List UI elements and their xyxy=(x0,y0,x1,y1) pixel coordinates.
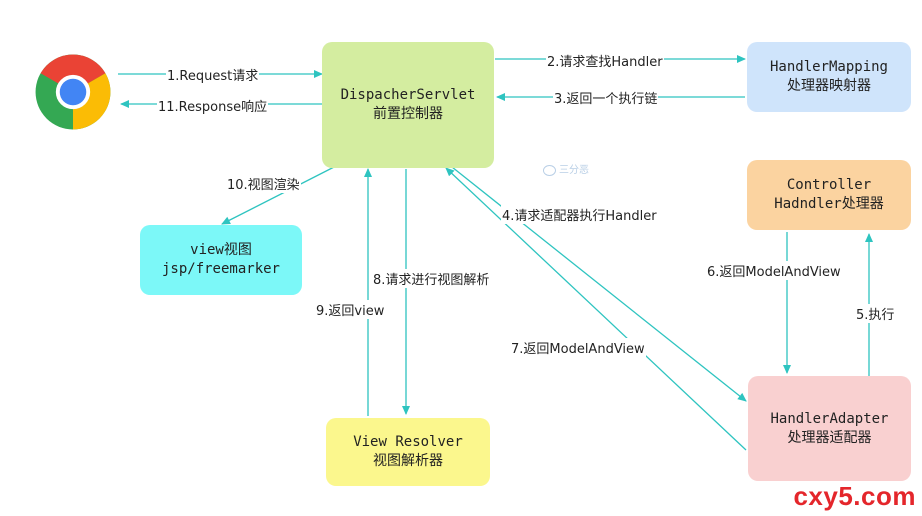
view-jsp-name: view视图 xyxy=(190,242,252,259)
watermark: 三分恶 xyxy=(543,161,589,176)
handler-adapter-name: HandlerAdapter xyxy=(770,410,889,427)
label-7-return-mav: 7.返回ModelAndView xyxy=(510,338,646,357)
label-1-request: 1.Request请求 xyxy=(166,65,260,84)
label-4-adapter-exec: 4.请求适配器执行Handler xyxy=(501,205,658,224)
watermark-text: 三分恶 xyxy=(559,165,589,176)
dispatcher-servlet-box: DispacherServlet 前置控制器 xyxy=(322,42,494,168)
dispatcher-servlet-desc: 前置控制器 xyxy=(373,106,443,122)
handler-adapter-desc: 处理器适配器 xyxy=(787,429,872,446)
label-2-find-handler: 2.请求查找Handler xyxy=(546,51,664,70)
controller-name: Controller xyxy=(786,177,872,194)
watermark-logo-icon xyxy=(543,164,556,176)
arrow-4-adapter-exec xyxy=(451,166,747,402)
dispatcher-servlet-name: DispacherServlet xyxy=(340,87,476,104)
controller-box: Controller Hadndler处理器 xyxy=(747,160,911,230)
controller-desc: Hadndler处理器 xyxy=(774,196,884,212)
view-jsp-desc: jsp/freemarker xyxy=(161,261,280,277)
handler-mapping-name: HandlerMapping xyxy=(769,59,888,76)
view-resolver-name: View Resolver xyxy=(353,434,463,451)
handler-adapter-box: HandlerAdapter 处理器适配器 xyxy=(748,376,911,481)
view-resolver-desc: 视图解析器 xyxy=(373,453,443,469)
label-10-render: 10.视图渲染 xyxy=(226,174,301,193)
arrow-10-render xyxy=(221,164,339,225)
label-11-response: 11.Response响应 xyxy=(157,96,269,115)
label-6-return-mav: 6.返回ModelAndView xyxy=(706,261,842,280)
chrome-browser-icon xyxy=(35,54,111,130)
label-3-return-chain: 3.返回一个执行链 xyxy=(553,88,659,107)
view-jsp-box: view视图 jsp/freemarker xyxy=(140,225,302,295)
handler-mapping-box: HandlerMapping 处理器映射器 xyxy=(747,42,911,112)
handler-mapping-desc: 处理器映射器 xyxy=(787,78,871,94)
label-5-execute: 5.执行 xyxy=(855,304,896,323)
brand-logo-text: cxy5.com xyxy=(793,481,916,511)
arrow-7-return-mav xyxy=(445,167,747,451)
view-resolver-box: View Resolver 视图解析器 xyxy=(326,418,490,486)
label-9-return-view: 9.返回view xyxy=(315,300,386,319)
label-8-resolve-view: 8.请求进行视图解析 xyxy=(372,269,491,288)
